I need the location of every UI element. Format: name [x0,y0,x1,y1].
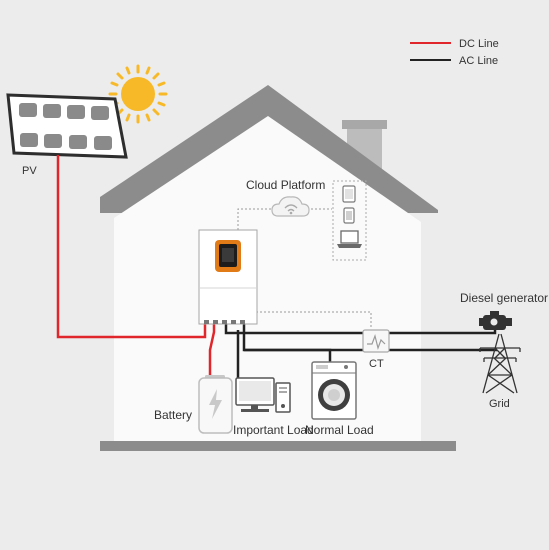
label-ct: CT [369,358,384,370]
ground-base [100,441,456,451]
label-pv: PV [22,165,37,177]
tablet-icon [342,185,356,203]
laptop-icon [337,230,362,248]
label-normal-load: Normal Load [305,423,374,437]
chimney-cap [342,120,387,129]
diesel-generator-icon [479,311,512,330]
inverter-icon [198,229,258,325]
ct-meter-icon [362,329,390,353]
legend: DC Line AC Line [410,38,499,67]
label-diesel-generator: Diesel generator [460,291,548,305]
communication-lines [237,208,372,328]
dc-line-battery [208,322,216,378]
ac-line-normal-load [244,348,332,362]
devices-box [332,180,367,261]
transmission-tower-icon [479,333,521,394]
dc-line-pv-to-inverter [56,155,207,339]
solar-panel-icon [6,93,128,159]
sun-icon [108,64,168,124]
label-grid: Grid [489,398,510,410]
computer-icon [235,377,291,413]
label-battery: Battery [154,408,192,422]
label-important-load: Important Load [233,423,314,437]
label-cloud-platform: Cloud Platform [246,178,325,192]
legend-ac-line: AC Line [459,55,498,67]
cloud-wifi-icon [271,196,310,217]
washing-machine-icon [311,361,357,420]
phone-icon [343,207,355,224]
legend-dc-line: DC Line [459,38,499,50]
battery-icon [198,375,233,434]
